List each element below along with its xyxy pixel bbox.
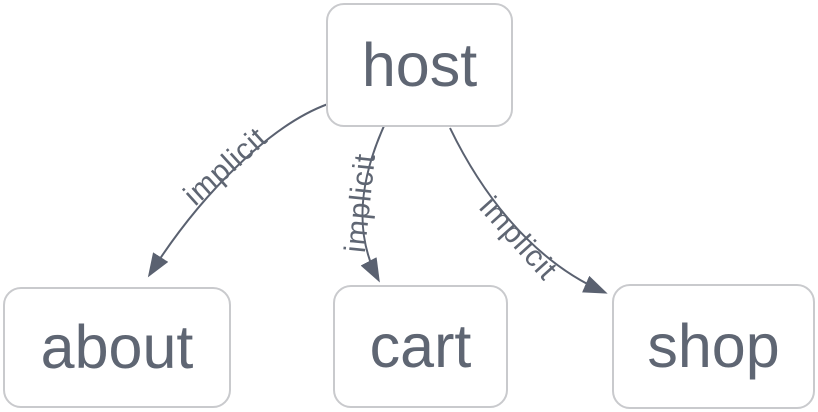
edge-host-about <box>147 103 329 278</box>
node-cart[interactable]: cart <box>333 285 508 408</box>
node-host-label: host <box>361 30 478 99</box>
edge-host-cart <box>360 125 385 283</box>
node-shop[interactable]: shop <box>612 284 815 409</box>
node-about-label: about <box>40 313 194 381</box>
edge-host-shop <box>449 127 608 294</box>
node-shop-label: shop <box>647 312 780 380</box>
node-about[interactable]: about <box>3 287 231 408</box>
node-cart-label: cart <box>369 312 472 380</box>
node-host[interactable]: host <box>326 3 513 127</box>
